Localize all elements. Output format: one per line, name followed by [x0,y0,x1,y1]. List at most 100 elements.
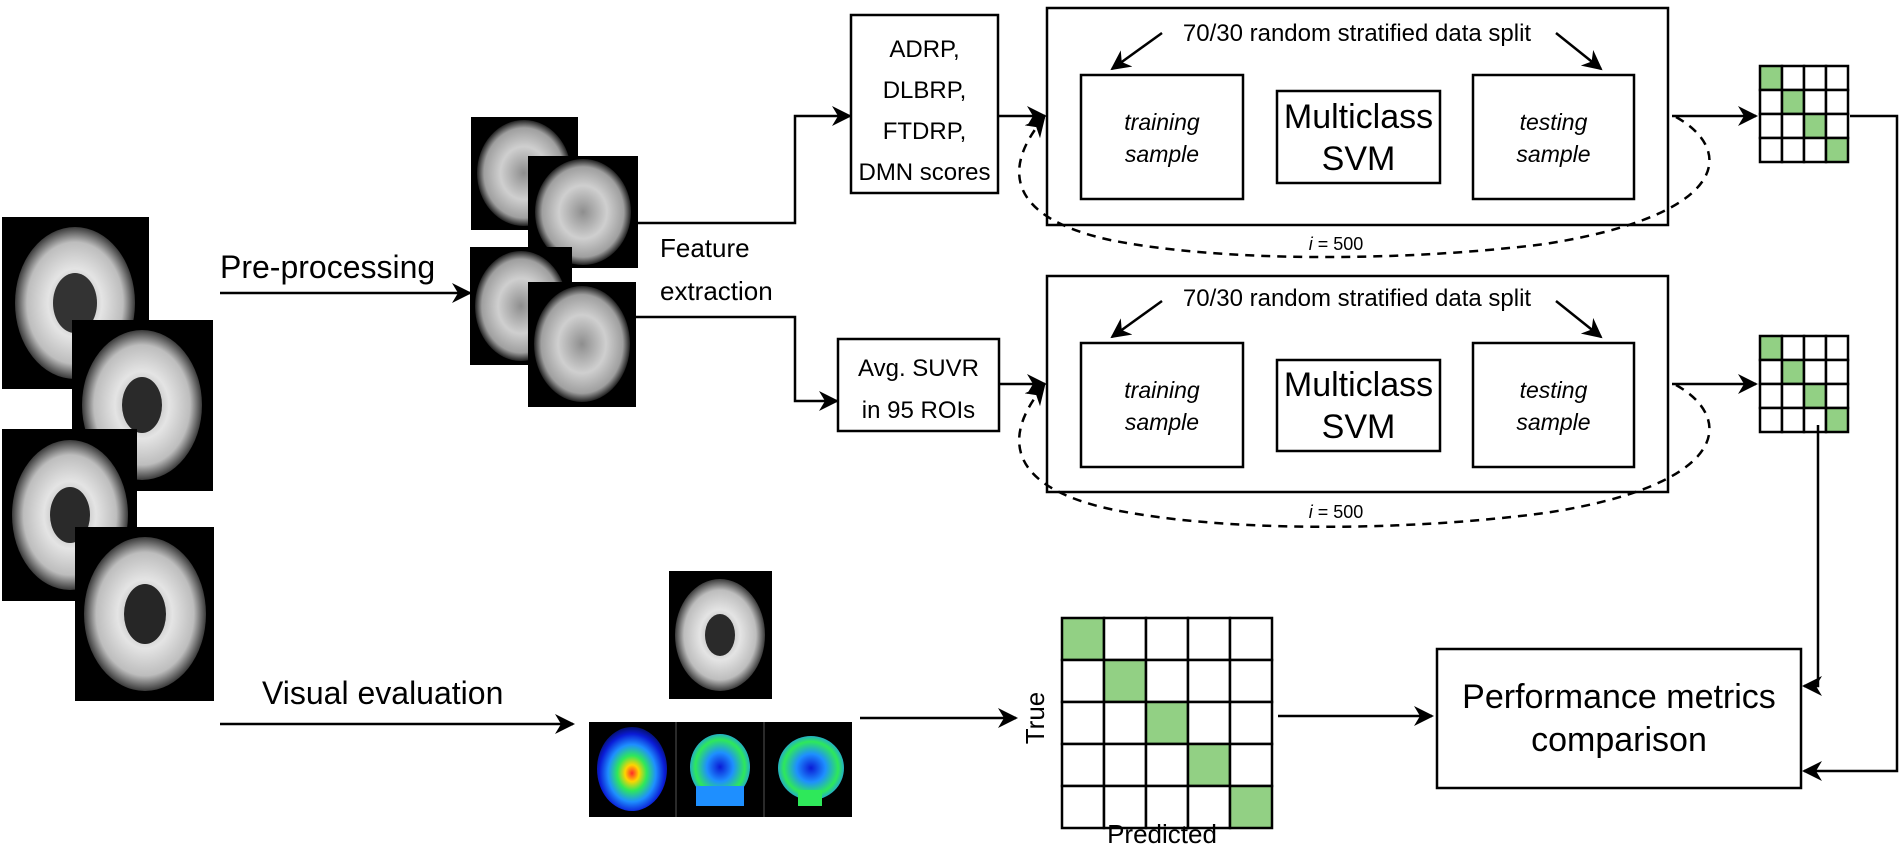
matrix-cell [1824,334,1850,362]
matrix-cell [1802,406,1828,434]
feature-item: ADRP, [889,36,959,63]
training-label-line1: training [1124,109,1200,135]
svm-pipeline-bottom: 70/30 random stratified data split train… [1018,274,1711,529]
matrix-cell-diagonal [1186,742,1232,788]
split-arrow-left [1110,299,1163,339]
matrix-cell [1758,358,1784,386]
matrix-cell-diagonal [1802,382,1828,410]
testing-sample-box [1471,73,1636,201]
feature-extraction-label-line1: Feature [660,233,750,263]
matrix-cell [1186,616,1232,662]
matrix-cell [1228,742,1274,788]
svm-label-line1: Multiclass [1284,98,1433,136]
matrix-cell [1144,616,1190,662]
matrix-cell-diagonal [1802,112,1828,140]
matrix-cell [1824,88,1850,116]
metrics-label-line1: Performance metrics [1462,678,1776,716]
matrix-cell [1102,742,1148,788]
testing-label-line2: sample [1516,409,1590,435]
predicted-axis-label: Predicted [1107,819,1217,848]
matrix-cell [1102,616,1148,662]
testing-sample-box [1471,341,1636,469]
visual-evaluation-label: Visual evaluation [262,675,503,711]
matrix-cell [1758,88,1784,116]
true-axis-label: True [1020,692,1050,745]
matrix-cell-diagonal [1060,616,1106,662]
training-label-line1: training [1124,377,1200,403]
iteration-label: i = 500 [1309,502,1364,522]
matrix-cell [1186,700,1232,746]
matrix-cell-diagonal [1780,88,1806,116]
matrix-cell [1228,616,1274,662]
svm-label-line1: Multiclass [1284,366,1433,404]
feature-box-bottom: Avg. SUVR in 95 ROIs [836,337,1001,433]
matrix-cell [1186,658,1232,704]
matrix-cell [1824,64,1850,92]
matrix-cell [1758,406,1784,434]
testing-label-line2: sample [1516,141,1590,167]
feature-arrow-bottom [636,315,839,411]
feature-item: FTDRP, [883,118,967,145]
split-arrow-left [1110,31,1163,71]
matrix-cell-diagonal [1144,700,1190,746]
iteration-loop [1018,115,1711,259]
svm-label-line2: SVM [1322,408,1396,446]
matrix-cell [1060,700,1106,746]
matrix-cell-diagonal [1758,334,1784,362]
matrix-cell [1824,358,1850,386]
confusion-matrix-small-bottom [1758,334,1850,434]
training-sample-box [1079,341,1245,469]
matrix-cell [1186,784,1232,830]
matrix-cell [1228,658,1274,704]
matrix-cell-diagonal [1228,784,1274,830]
matrix-cell [1802,136,1828,164]
matrix-cell [1780,136,1806,164]
metrics-label-line2: comparison [1531,721,1707,759]
visual-brain-slice-image [669,571,772,699]
matrix-cell [1780,406,1806,434]
matrix-cell-diagonal [1102,658,1148,704]
matrix-cell [1802,358,1828,386]
testing-label-line1: testing [1520,109,1588,135]
matrix-cell [1758,382,1784,410]
preprocessing-label: Pre-processing [220,249,435,285]
matrix-cell [1102,700,1148,746]
matrix-cell [1824,382,1850,410]
matrix-cell-diagonal [1758,64,1784,92]
matrix-cell [1824,112,1850,140]
matrix-cell-diagonal [1824,136,1850,164]
training-label-line2: sample [1125,141,1199,167]
matrix-cell [1144,658,1190,704]
matrix-to-metrics-arrow-bottom [1802,425,1822,696]
svm-model-box [1275,89,1442,185]
matrix-cell [1758,136,1784,164]
matrix-cell [1780,112,1806,140]
matrix-cell [1780,64,1806,92]
matrix-cell-diagonal [1824,406,1850,434]
brain-slice-image [75,527,214,701]
feature-arrow-top [638,106,852,225]
feature-item: in 95 ROIs [862,397,975,424]
confusion-matrix-small-top [1758,64,1850,164]
iteration-label: i = 500 [1309,234,1364,254]
matrix-cell [1780,382,1806,410]
matrix-cell [1802,64,1828,92]
feature-item: Avg. SUVR [858,355,979,382]
brain-slice-image [528,282,636,407]
matrix-cell-diagonal [1780,358,1806,386]
confusion-matrix-large [1060,616,1274,830]
matrix-cell [1144,742,1190,788]
matrix-to-metrics-arrow-top [1802,114,1899,781]
matrix-cell [1758,112,1784,140]
feature-box-top: ADRP, DLBRP, FTDRP, DMN scores [849,13,1000,195]
matrix-cell [1802,334,1828,362]
feature-extraction-label-line2: extraction [660,276,773,306]
split-label: 70/30 random stratified data split [1183,285,1532,312]
testing-label-line1: testing [1520,377,1588,403]
matrix-cell [1060,784,1106,830]
split-label: 70/30 random stratified data split [1183,20,1532,47]
heatmap-slices-image [589,722,852,817]
svm-label-line2: SVM [1322,140,1396,178]
input-brain-stack [2,217,214,701]
